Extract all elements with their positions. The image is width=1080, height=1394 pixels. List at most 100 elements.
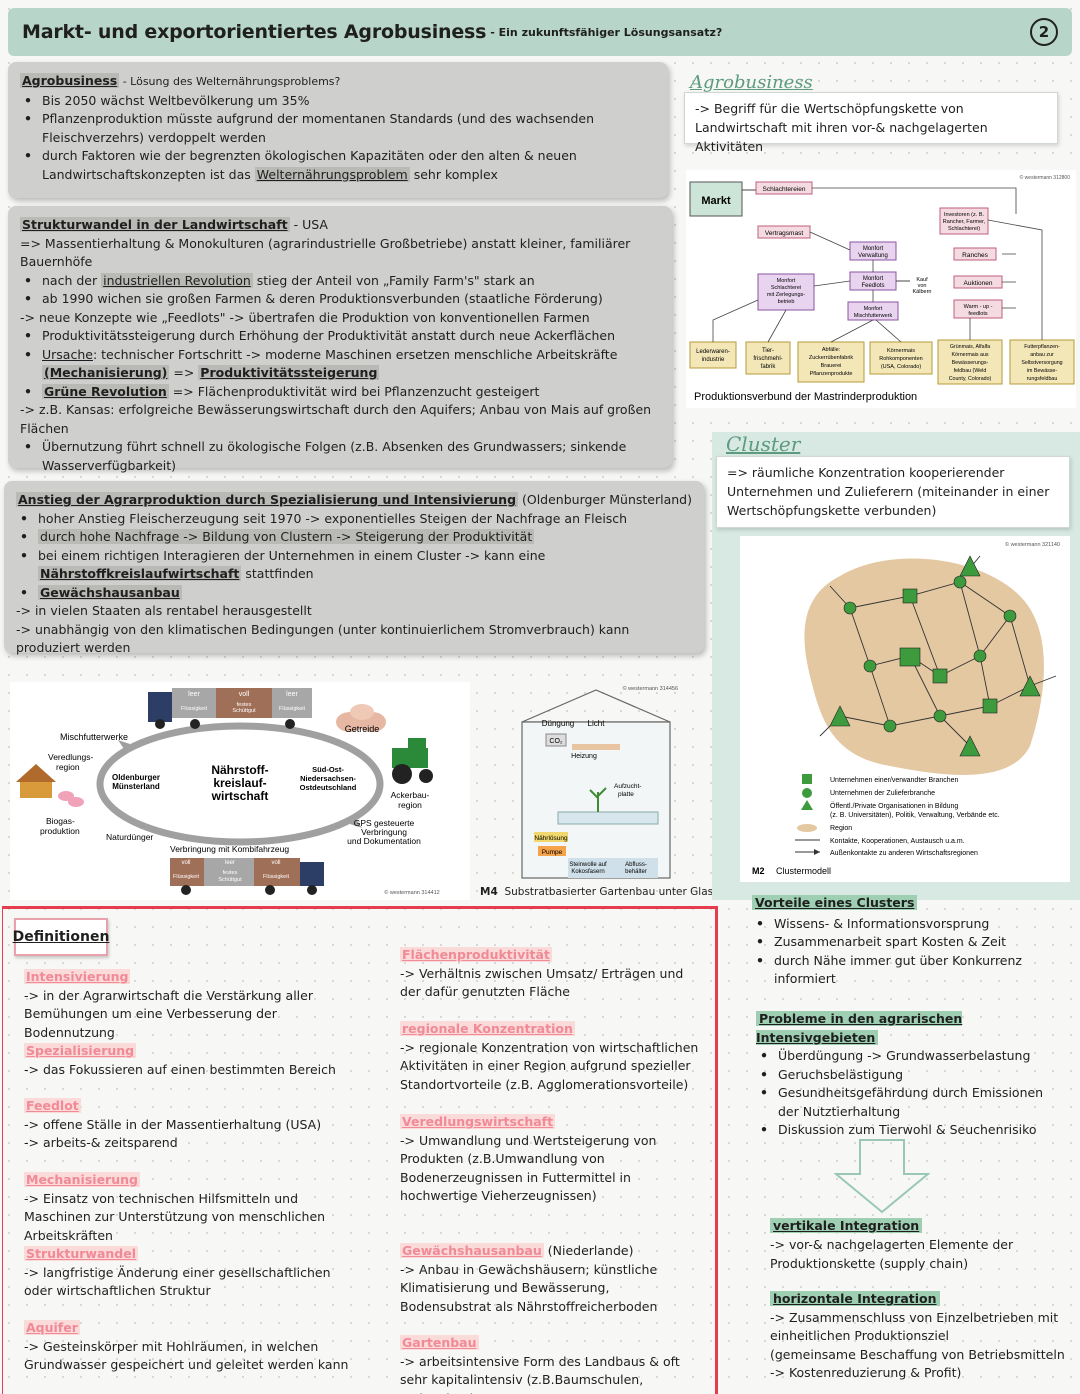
box1-title: Agrobusiness bbox=[20, 73, 120, 88]
page-subtitle: - Ein zukunftsfähiger Lösungsansatz? bbox=[490, 25, 723, 39]
legend-label: Öffentl./Private Organisationen in Bildu… bbox=[830, 802, 958, 810]
box1-list: Bis 2050 wächst Weltbevölkerung um 35% P… bbox=[20, 92, 656, 185]
label-gps: und Dokumentation bbox=[347, 836, 421, 846]
list-item: Übernutzung führt schnell zu ökologische… bbox=[20, 438, 660, 475]
list-item: Gesundheitsgefährdung durch Emissionen d… bbox=[756, 1084, 1066, 1121]
box3-title-rest: (Oldenburger Münsterland) bbox=[518, 492, 692, 507]
label-getreide: Getreide bbox=[345, 724, 380, 734]
arrow-down-icon bbox=[834, 1139, 930, 1214]
label-monfort-verwaltung: Monfort bbox=[863, 246, 884, 252]
page-number: 2 bbox=[1030, 18, 1058, 46]
credit: © westermann 312800 bbox=[1020, 174, 1071, 181]
verbund-svg: © westermann 312800 Markt Schlachtereien… bbox=[689, 174, 1075, 403]
label-monfort-schlachterei: Monfort bbox=[777, 278, 796, 284]
label-warm-up: Warm - up - bbox=[964, 304, 993, 310]
legend-label: Region bbox=[830, 825, 852, 832]
label-kauf: von bbox=[918, 283, 927, 289]
horizontal-section: horizontale Integration -> Zusammenschlu… bbox=[770, 1290, 1070, 1383]
header-bar: Markt- und exportorientiertes Agrobusine… bbox=[8, 8, 1072, 56]
def-flaechen: Flächenproduktivität -> Verhältnis zwisc… bbox=[400, 947, 684, 999]
produktionsverbund-figure: © westermann 312800 Markt Schlachtereien… bbox=[686, 170, 1076, 408]
vorteile-section: Vorteile eines Clusters Wissens- & Infor… bbox=[752, 894, 1078, 989]
def-veredlung: Veredlungswirtschaft -> Umwandlung und W… bbox=[400, 1114, 657, 1203]
horizontal-text: (gemeinsame Beschaffung von Betriebsmitt… bbox=[770, 1346, 1065, 1362]
label-investoren: Schlachterei) bbox=[948, 226, 980, 232]
label-vertragsmast: Vertragsmast bbox=[765, 230, 803, 237]
page-title: Markt- und exportorientiertes Agrobusine… bbox=[22, 21, 487, 43]
horizontal-text: -> Kostenreduzierung & Profit) bbox=[770, 1365, 962, 1380]
label-leder: Lederwaren- bbox=[696, 349, 730, 355]
region-shape bbox=[804, 558, 1044, 775]
list-item: Zusammenarbeit spart Kosten & Zeit bbox=[752, 933, 1078, 952]
naehrloesung-box bbox=[534, 832, 568, 842]
agrobusiness-def-text: -> Begriff für die Wertschöpfungskette v… bbox=[695, 101, 988, 154]
label-ackerbau: Ackerbau- bbox=[391, 790, 430, 800]
box2-title-rest: - USA bbox=[289, 217, 328, 232]
truck-label: Flüssigkeit bbox=[279, 706, 305, 712]
credit: © westermann 314412 bbox=[384, 889, 439, 896]
markt-box bbox=[689, 181, 743, 217]
center-label: wirtschaft bbox=[211, 789, 269, 803]
truck-label: Flüssigkeit bbox=[181, 706, 207, 712]
box-agrobusiness: Agrobusiness - Lösung des Welternährungs… bbox=[8, 62, 668, 198]
agrobusiness-def-box: -> Begriff für die Wertschöpfungskette v… bbox=[684, 92, 1058, 154]
box2-line: -> z.B. Kansas: erfolgreiche Bewässerung… bbox=[20, 402, 652, 436]
label-heizung: Heizung bbox=[571, 753, 597, 760]
list-item: ab 1990 wichen sie großen Farmen & deren… bbox=[20, 290, 660, 309]
definitions-frame bbox=[2, 906, 718, 1394]
vertikal-text: -> vor-& nachgelagerten Elemente der Pro… bbox=[770, 1237, 1014, 1271]
connector bbox=[712, 219, 1043, 343]
box2-line: => Massentierhaltung & Monokulturen (agr… bbox=[20, 235, 631, 270]
box-investoren bbox=[939, 207, 989, 235]
label-duengung: Düngung bbox=[542, 719, 574, 728]
cluster-def-text: => räumliche Konzentration kooperierende… bbox=[727, 465, 1050, 518]
box3-line: -> unabhängig von den klimatischen Bedin… bbox=[16, 621, 630, 656]
box-futter bbox=[1009, 339, 1075, 385]
kreislauf-svg: leer voll leer Flüssigkeit festes Schütt… bbox=[16, 688, 440, 896]
def-gewaechshaus: Gewächshausanbau (Niederlande) -> Anbau … bbox=[400, 1243, 658, 1314]
label-biogas: produktion bbox=[40, 826, 80, 836]
box-ranches bbox=[953, 247, 997, 261]
truck-label: Schüttgut bbox=[232, 708, 256, 714]
horizontal-title: horizontale Integration bbox=[770, 1291, 940, 1306]
greenhouse-caption: M4 Substratbasierter Gartenbau unter Gla… bbox=[480, 886, 714, 898]
label-sued-ost: Niedersachsen- bbox=[300, 774, 356, 783]
legend-triangle-icon bbox=[801, 800, 813, 810]
label-oldenburg: Oldenburger bbox=[112, 773, 160, 782]
label-mischfutter: Mischfutterwerke bbox=[60, 732, 128, 742]
label-gruenmais: County, Colorado) bbox=[949, 376, 992, 382]
truck-label: leer bbox=[188, 691, 200, 698]
label-steinwolle: Kokosfasern bbox=[571, 869, 604, 875]
box3-line: -> in vielen Staaten als rentabel heraus… bbox=[16, 603, 312, 618]
box-strukturwandel: Strukturwandel in der Landwirtschaft - U… bbox=[8, 206, 672, 473]
box3-title: Anstieg der Agrarproduktion durch Spezia… bbox=[16, 492, 519, 507]
cycle-arrowhead bbox=[118, 740, 130, 752]
label-tier: fabrik bbox=[761, 364, 777, 370]
cluster-svg: © westermann 321140 bbox=[752, 541, 1060, 876]
legend-label: (z. B. Universitäten), Politik, Verwaltu… bbox=[830, 812, 1000, 819]
label-futter: im Bewässe- bbox=[1027, 368, 1058, 374]
cluster-heading: Cluster bbox=[726, 432, 801, 456]
list-item: durch hohe Nachfrage -> Bildung von Clus… bbox=[16, 528, 692, 547]
getreide-icon bbox=[336, 704, 386, 732]
tractor-icon bbox=[392, 738, 433, 784]
label-co2: CO₂ bbox=[549, 738, 563, 745]
verbund-caption: Produktionsverbund der Mastrinderprodukt… bbox=[694, 391, 917, 403]
label-licht: Licht bbox=[588, 719, 606, 728]
truck-label: Flüssigkeit bbox=[173, 874, 199, 880]
truck-label: festes bbox=[237, 702, 252, 708]
def-regional: regionale Konzentration -> regionale Kon… bbox=[400, 1021, 699, 1092]
label-schlachtereien: Schlachtereien bbox=[763, 186, 806, 193]
cycle-arrowhead bbox=[350, 816, 362, 828]
legend-label: Außenkontakte zu anderen Wirtschaftsregi… bbox=[830, 850, 978, 857]
label-monfort-misch: Mischfutterwerk bbox=[854, 313, 893, 319]
label-aufzucht: platte bbox=[618, 791, 634, 798]
label-veredlung: Veredlungs- bbox=[48, 752, 94, 762]
label-investoren: Rancher, Farmer, bbox=[943, 219, 986, 225]
truck-label: Flüssigkeit bbox=[263, 874, 289, 880]
vertikal-title: vertikale Integration bbox=[770, 1218, 923, 1233]
label-monfort-verwaltung: Verwaltung bbox=[858, 253, 888, 259]
truck-label: voll bbox=[239, 691, 250, 698]
center-label: Nährstoff- bbox=[211, 763, 268, 777]
label-monfort-schlachterei: mit Zerlegungs- bbox=[767, 292, 805, 298]
